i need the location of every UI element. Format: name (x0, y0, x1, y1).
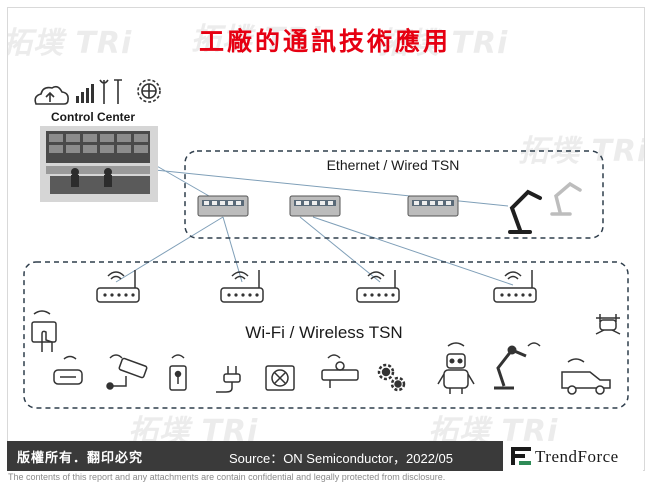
connection-line (222, 216, 243, 283)
connection-line (312, 216, 514, 286)
wireless-devices (31, 310, 621, 395)
trendforce-logo-icon (511, 447, 531, 465)
globe-gear-icon (137, 79, 161, 103)
robot-arm-icon (508, 189, 542, 234)
connection-line (299, 216, 381, 283)
valve-icon (321, 354, 359, 388)
control-center-label: Control Center (51, 110, 135, 124)
ethernet-label: Ethernet / Wired TSN (327, 157, 460, 173)
humanoid-robot-icon (437, 342, 475, 394)
gears-icon (377, 363, 406, 392)
wifi-zone (23, 261, 629, 409)
disclaimer-text: The contents of this report and any atta… (8, 472, 446, 482)
ethernet-zone (184, 150, 604, 239)
robot-arm-icon (550, 181, 582, 216)
ethernet-switch (197, 195, 249, 217)
cloud-upload-icon (34, 85, 69, 105)
industrial-robot-arm-icon (494, 342, 541, 390)
copyright-text: 版權所有．翻印必究 (17, 451, 144, 466)
control-center-image (40, 126, 158, 202)
footer-bar: 版權所有．翻印必究 Source：ON Semiconductor，2022/0… (7, 441, 643, 471)
drone-icon (595, 314, 621, 335)
wifi-router (356, 270, 400, 303)
wifi-router (493, 270, 537, 303)
vr-headset-icon (53, 355, 83, 385)
power-plug-icon (216, 366, 241, 393)
tablet-touch-icon (31, 310, 57, 352)
connection-line (154, 164, 210, 197)
wifi-label: Wi-Fi / Wireless TSN (245, 323, 402, 342)
joystick-controller-icon (169, 354, 187, 391)
ethernet-switch (407, 195, 459, 217)
fan-icon (265, 365, 295, 391)
connection-line (115, 216, 224, 283)
source-text: Source：ON Semiconductor，2022/05 (229, 451, 454, 466)
wifi-router (220, 270, 264, 303)
slide-title: 工廠的通訊技術應用 (198, 27, 451, 56)
security-camera-icon (106, 354, 148, 390)
signal-bars-icon (76, 84, 94, 103)
tools-icon (99, 79, 122, 104)
autonomous-vehicle-icon (561, 358, 611, 395)
wifi-router (96, 270, 140, 303)
connection-lines (115, 164, 514, 286)
control-center-icons (34, 79, 161, 105)
brand-name: TrendForce (535, 447, 619, 466)
brand-logo: TrendForce (503, 441, 643, 471)
ethernet-switch (289, 195, 341, 217)
